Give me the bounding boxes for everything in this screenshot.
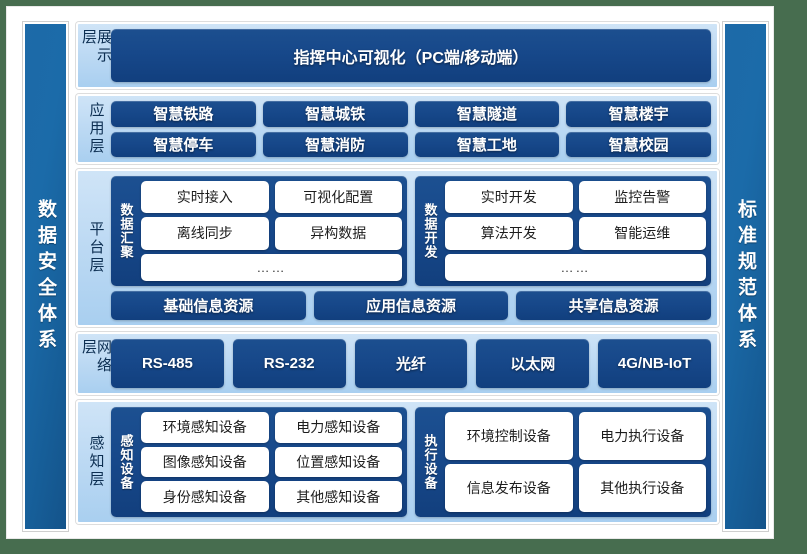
platform-groups: 数据汇聚 实时接入 可视化配置 离线同步 异构数据	[111, 176, 711, 286]
data-aggregation-row-2: 离线同步 异构数据	[141, 217, 402, 250]
sensing-group-actuator-devices: 执行设备 环境控制设备 电力执行设备 信息发布设备 其他执行设备	[415, 407, 711, 517]
data-aggregation-row-1: 实时接入 可视化配置	[141, 181, 402, 214]
group-label-data-development: 数据开发	[420, 181, 440, 281]
resource-item-application-information[interactable]: 应用信息资源	[313, 291, 509, 320]
sidebar-left-label: 数据安全体系	[35, 198, 56, 355]
network-row: RS-485 RS-232 光纤 以太网 4G/NB-IoT	[111, 339, 711, 388]
data-development-row-1: 实时开发 监控告警	[445, 181, 706, 214]
actuator-item-environment-control[interactable]: 环境控制设备	[445, 412, 573, 460]
dev-item-realtime-development[interactable]: 实时开发	[445, 181, 573, 214]
sidebar-standards: 标准规范体系	[723, 22, 768, 531]
resource-item-shared-information[interactable]: 共享信息资源	[516, 291, 712, 320]
sensing-group-sensor-devices: 感知设备 环境感知设备 电力感知设备 图像感知设备 位置感知设备	[111, 407, 407, 517]
platform-group-data-aggregation: 数据汇聚 实时接入 可视化配置 离线同步 异构数据	[111, 176, 407, 286]
layer-sensing-label: 感知层	[81, 407, 111, 517]
sensor-item-environment[interactable]: 环境感知设备	[141, 412, 269, 443]
app-item-smart-parking[interactable]: 智慧停车	[111, 131, 256, 157]
group-label-actuator-devices-text: 执行设备	[422, 434, 438, 490]
group-label-data-aggregation-text: 数据汇聚	[118, 203, 134, 259]
agg-item-heterogeneous-data[interactable]: 异构数据	[274, 217, 402, 250]
layer-application-body: 智慧铁路 智慧城铁 智慧隧道 智慧楼宇 智慧停车 智慧消防 智慧工地 智慧校园	[111, 101, 711, 157]
layer-stack: 展示层 指挥中心可视化（PC端/移动端） 应用层 智慧铁路 智慧城铁 智慧隧道 …	[76, 22, 719, 531]
sensor-item-image[interactable]: 图像感知设备	[141, 446, 269, 478]
network-item-fiber[interactable]: 光纤	[354, 339, 468, 388]
group-label-sensor-devices: 感知设备	[116, 412, 136, 512]
agg-item-visual-config[interactable]: 可视化配置	[274, 181, 402, 214]
agg-item-offline-sync[interactable]: 离线同步	[141, 217, 269, 250]
layer-display-label-text: 展示层	[80, 29, 112, 65]
sensor-item-other[interactable]: 其他感知设备	[274, 481, 402, 513]
actuator-devices-grid: 环境控制设备 电力执行设备 信息发布设备 其他执行设备	[445, 412, 706, 512]
sensing-groups: 感知设备 环境感知设备 电力感知设备 图像感知设备 位置感知设备	[111, 407, 711, 517]
layer-network-label-text: 网络层	[80, 339, 112, 375]
layer-sensing-label-text: 感知层	[87, 435, 105, 489]
app-item-smart-metro[interactable]: 智慧城铁	[262, 101, 408, 127]
platform-resources: 基础信息资源 应用信息资源 共享信息资源	[111, 291, 712, 320]
layer-platform-body: 数据汇聚 实时接入 可视化配置 离线同步 异构数据	[111, 176, 712, 320]
resource-item-basic-information[interactable]: 基础信息资源	[111, 291, 306, 320]
data-development-grid: 实时开发 监控告警 算法开发 智能运维 ……	[445, 181, 706, 281]
layer-application-label: 应用层	[81, 101, 111, 157]
sensor-item-location[interactable]: 位置感知设备	[274, 446, 402, 478]
network-item-rs485[interactable]: RS-485	[111, 339, 224, 388]
network-item-rs232[interactable]: RS-232	[232, 339, 346, 388]
group-label-actuator-devices: 执行设备	[420, 412, 440, 512]
layer-application: 应用层 智慧铁路 智慧城铁 智慧隧道 智慧楼宇 智慧停车 智慧消防 智慧工地 智…	[76, 94, 719, 164]
layer-display: 展示层 指挥中心可视化（PC端/移动端）	[76, 22, 719, 89]
agg-item-more[interactable]: ……	[141, 253, 402, 281]
data-development-row-3: ……	[445, 253, 706, 281]
sensor-devices-grid: 环境感知设备 电力感知设备 图像感知设备 位置感知设备 身份感知设备 其他感知设…	[141, 412, 402, 513]
app-item-smart-railway[interactable]: 智慧铁路	[111, 101, 256, 127]
data-aggregation-row-3: ……	[141, 253, 402, 281]
application-row-1: 智慧铁路 智慧城铁 智慧隧道 智慧楼宇	[111, 101, 711, 127]
actuator-devices-row-1: 环境控制设备 电力执行设备	[445, 412, 706, 460]
app-item-smart-campus[interactable]: 智慧校园	[566, 131, 711, 157]
platform-group-data-development: 数据开发 实时开发 监控告警 算法开发 智能运维	[415, 176, 711, 286]
actuator-item-power-execution[interactable]: 电力执行设备	[578, 412, 706, 460]
data-aggregation-grid: 实时接入 可视化配置 离线同步 异构数据 ……	[141, 181, 402, 281]
layer-platform-label: 平台层	[81, 176, 111, 320]
layer-display-label: 展示层	[80, 29, 112, 82]
layer-platform: 平台层 数据汇聚 实时接入 可视化配置	[76, 169, 719, 327]
network-item-4g-nbiot[interactable]: 4G/NB-IoT	[598, 339, 711, 388]
data-development-row-2: 算法开发 智能运维	[445, 217, 706, 250]
group-label-data-aggregation: 数据汇聚	[116, 181, 136, 281]
diagram-card: 数据安全体系 标准规范体系 展示层 指挥中心可视化（PC端/移动端） 应用层	[6, 6, 774, 539]
app-item-smart-tunnel[interactable]: 智慧隧道	[414, 101, 560, 127]
app-item-smart-building[interactable]: 智慧楼宇	[566, 101, 711, 127]
layer-network: 网络层 RS-485 RS-232 光纤 以太网 4G/NB-IoT	[76, 332, 719, 395]
layer-display-body: 指挥中心可视化（PC端/移动端）	[111, 29, 711, 82]
sensor-devices-row-2: 图像感知设备 位置感知设备	[141, 446, 402, 478]
agg-item-realtime-access[interactable]: 实时接入	[141, 181, 269, 214]
layer-network-label: 网络层	[80, 339, 112, 388]
layer-network-body: RS-485 RS-232 光纤 以太网 4G/NB-IoT	[111, 339, 711, 388]
layer-sensing: 感知层 感知设备 环境感知设备 电力感知设备	[76, 400, 719, 524]
sidebar-data-security: 数据安全体系	[23, 22, 68, 531]
actuator-devices-row-2: 信息发布设备 其他执行设备	[445, 464, 706, 512]
actuator-item-information-release[interactable]: 信息发布设备	[445, 464, 573, 512]
dev-item-algorithm-development[interactable]: 算法开发	[445, 217, 573, 250]
layer-application-label-text: 应用层	[87, 102, 105, 156]
group-label-sensor-devices-text: 感知设备	[118, 434, 134, 490]
dev-item-more[interactable]: ……	[445, 253, 706, 281]
sensor-devices-row-1: 环境感知设备 电力感知设备	[141, 412, 402, 443]
dev-item-intelligent-ops[interactable]: 智能运维	[578, 217, 706, 250]
network-item-ethernet[interactable]: 以太网	[476, 339, 590, 388]
sensor-item-identity[interactable]: 身份感知设备	[141, 481, 269, 513]
app-item-smart-firefighting[interactable]: 智慧消防	[262, 131, 408, 157]
sidebar-right-label: 标准规范体系	[735, 198, 756, 355]
actuator-item-other[interactable]: 其他执行设备	[578, 464, 706, 512]
layer-platform-label-text: 平台层	[87, 221, 105, 275]
group-label-data-development-text: 数据开发	[422, 203, 438, 259]
layer-sensing-body: 感知设备 环境感知设备 电力感知设备 图像感知设备 位置感知设备	[111, 407, 711, 517]
application-row-2: 智慧停车 智慧消防 智慧工地 智慧校园	[111, 131, 711, 157]
sensor-item-power[interactable]: 电力感知设备	[274, 412, 402, 443]
sensor-devices-row-3: 身份感知设备 其他感知设备	[141, 481, 402, 513]
dev-item-monitoring-alarm[interactable]: 监控告警	[578, 181, 706, 214]
app-item-smart-construction[interactable]: 智慧工地	[414, 131, 560, 157]
display-item-command-center[interactable]: 指挥中心可视化（PC端/移动端）	[111, 29, 711, 82]
